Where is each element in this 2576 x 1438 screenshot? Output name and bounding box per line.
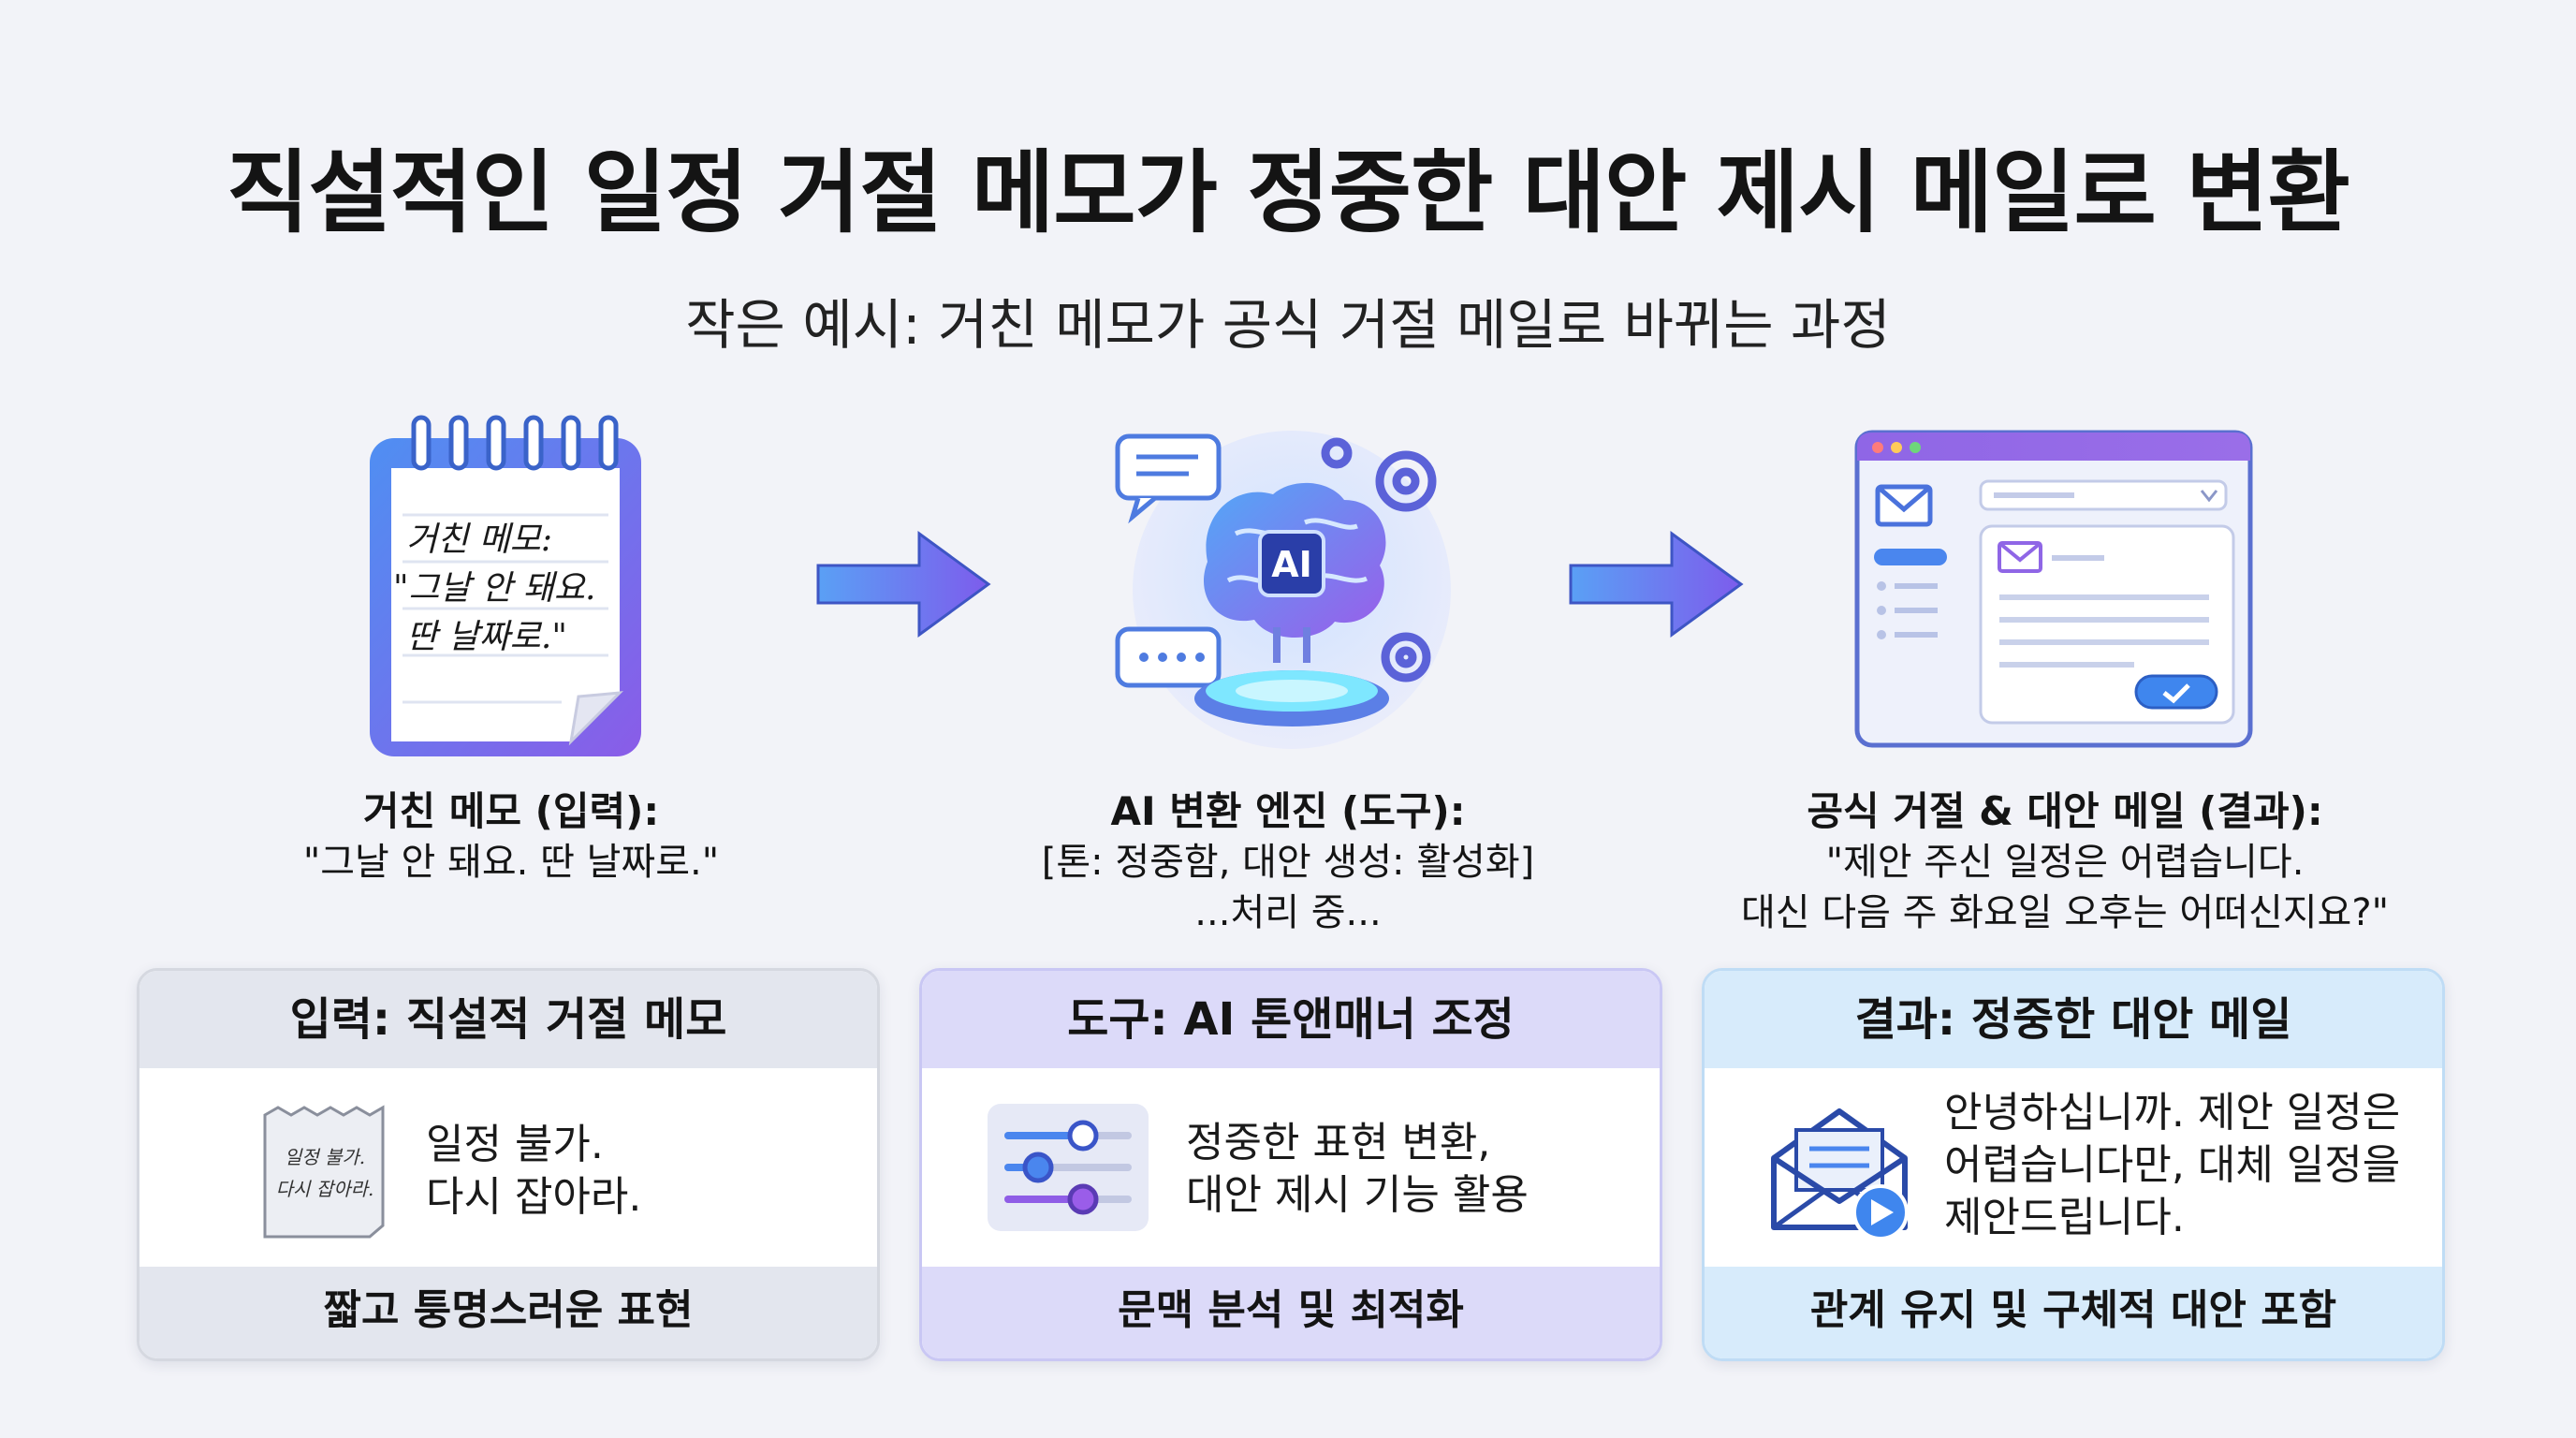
panel-body: 안녕하십니까. 제안 일정은 어렵습니다만, 대체 일정을 제안드립니다. [1705,1068,2442,1299]
notepad-illustration: 거친 메모: "그날 안 돼요. 딴 날짜로." [370,415,641,756]
ai-chip-label: AI [1271,544,1312,585]
body-line: 제안드립니다. [1944,1194,2185,1241]
caption-line: "그날 안 돼요. 딴 날짜로." [302,841,720,884]
email-window-illustration [1854,430,2253,748]
panel-footer: 짧고 퉁명스러운 표현 [139,1267,877,1358]
panel-header: 도구: AI 톤앤매너 조정 [922,971,1660,1068]
page-title: 직설적인 일정 거절 메모가 정중한 대안 제시 메일로 변환 [227,140,2350,245]
caption-title: 공식 거절 & 대안 메일 (결과): [1807,788,2323,834]
caption-line: ...처리 중... [1194,891,1382,934]
stage-caption-result: 공식 거절 & 대안 메일 (결과): "제안 주신 일정은 어렵습니다. 대신… [1644,786,2486,938]
panel-body: 정중한 표현 변환, 대안 제시 기능 활용 [922,1068,1660,1299]
arrow-right-icon-2 [1569,531,1744,638]
panel-tool: 도구: AI 톤앤매너 조정 정중한 표현 변환, 대안 제시 기능 활용 문맥… [919,968,1662,1361]
ai-brain-illustration: AI [1115,431,1451,749]
note-line-3: 딴 날짜로." [406,618,567,656]
body-line: 안녕하십니까. 제안 일정은 [1944,1089,2401,1137]
body-line: 어렵습니다만, 대체 일정을 [1944,1141,2401,1189]
page-subtitle: 작은 예시: 거친 메모가 공식 거절 메일로 바뀌는 과정 [685,293,1891,357]
stage-caption-input: 거친 메모 (입력): "그날 안 돼요. 딴 날짜로." [90,786,932,888]
caption-title: 거친 메모 (입력): [362,788,660,834]
panel-footer: 문맥 분석 및 최적화 [922,1267,1660,1358]
sticky-line-2: 다시 잡아라. [276,1178,374,1200]
panel-body-text: 정중한 표현 변환, 대안 제시 기능 활용 [1186,1117,1529,1222]
panel-result: 결과: 정중한 대안 메일 안녕하십니까. 제안 일정은 어렵습니다만, 대체 … [1702,968,2445,1361]
body-line: 정중한 표현 변환, [1186,1119,1491,1167]
caption-title: AI 변환 엔진 (도구): [1110,788,1466,834]
sticky-line-1: 일정 불가. [285,1146,365,1168]
panel-body-text: 일정 불가. 다시 잡아라. [426,1119,641,1224]
note-line-2: "그날 안 돼요. [393,569,596,608]
sticky-note-icon: 일정 불가. 다시 잡아라. [263,1105,385,1239]
caption-line: [톤: 정중함, 대안 생성: 활성화] [1041,841,1535,884]
body-line: 다시 잡아라. [426,1173,642,1221]
arrow-right-icon [816,531,991,638]
caption-line: "제안 주신 일정은 어렵습니다. [1825,841,2305,884]
panel-header: 입력: 직설적 거절 메모 [139,971,877,1068]
sliders-icon [988,1104,1149,1231]
stage-caption-tool: AI 변환 엔진 (도구): [톤: 정중함, 대안 생성: 활성화] ...처… [867,786,1709,938]
panel-body: 일정 불가. 다시 잡아라. 일정 불가. 다시 잡아라. [139,1068,877,1299]
caption-line: 대신 다음 주 화요일 오후는 어떠신지요?" [1740,891,2389,934]
panel-input: 입력: 직설적 거절 메모 일정 불가. 다시 잡아라. 일정 불가. 다시 잡… [137,968,880,1361]
body-line: 대안 제시 기능 활용 [1186,1171,1529,1219]
note-line-1: 거친 메모: [406,521,552,559]
panel-footer: 관계 유지 및 구체적 대안 포함 [1705,1267,2442,1358]
envelope-send-icon [1771,1108,1909,1240]
panel-body-text: 안녕하십니까. 제안 일정은 어렵습니다만, 대체 일정을 제안드립니다. [1944,1087,2400,1244]
body-line: 일정 불가. [426,1121,604,1168]
panel-header: 결과: 정중한 대안 메일 [1705,971,2442,1068]
